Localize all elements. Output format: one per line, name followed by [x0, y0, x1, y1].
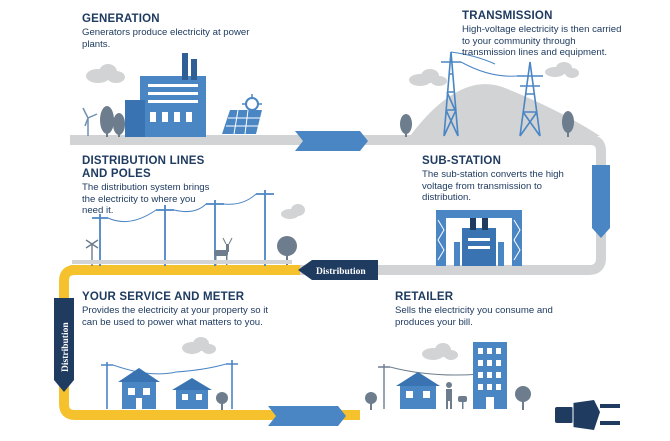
transmission-heading: TRANSMISSION: [462, 10, 553, 22]
power-line: [107, 193, 257, 223]
generation-description: Generators produce electricity at power …: [82, 27, 250, 50]
transmission-description: High-voltage electricity is then carried…: [462, 24, 622, 59]
generation-heading: GENERATION: [82, 13, 160, 25]
electric-plug-icon: [555, 400, 620, 430]
distribution-heading: DISTRIBUTION LINES AND POLES: [82, 155, 205, 180]
retailer-description: Sells the electricity you consume and pr…: [395, 305, 553, 328]
tree-icon: [365, 386, 531, 410]
flow-arrow: [268, 406, 346, 426]
cloud-icon: [422, 343, 458, 360]
distribution-text-block: DISTRIBUTION LINES AND POLES The distrib…: [82, 155, 217, 217]
flow-arrow: [592, 165, 610, 238]
cloud-icon: [409, 69, 447, 86]
transmission-text-block: TRANSMISSION High-voltage electricity is…: [462, 10, 632, 59]
substation-text-block: SUB-STATION The sub-station converts the…: [422, 155, 572, 204]
factory-icon: [125, 50, 206, 137]
distribution-tag-vertical: Distribution: [54, 298, 74, 392]
transmission-tower-icon: [517, 61, 543, 137]
tree-icon: [216, 392, 228, 410]
utility-pole-icon: [378, 364, 390, 409]
flow-arrow: [295, 131, 368, 151]
house-icon: [172, 378, 212, 409]
tree-icon: [400, 111, 574, 137]
service-heading: YOUR SERVICE AND METER: [82, 291, 245, 303]
distribution-tag-horizontal-label: Distribution: [316, 267, 366, 277]
substation-heading: SUB-STATION: [422, 155, 502, 167]
utility-pole-icon: [101, 360, 238, 409]
office-building-icon: [473, 342, 507, 409]
cloud-icon: [545, 62, 579, 78]
substation-icon: [436, 210, 522, 266]
tree-icon: [100, 106, 125, 137]
retailer-text-block: RETAILER Sells the electricity you consu…: [395, 291, 580, 328]
distribution-tag-horizontal: Distribution: [298, 260, 378, 280]
grass: [72, 260, 292, 264]
power-line: [450, 51, 518, 77]
solar-panel-icon: [222, 94, 262, 135]
wind-turbine-icon: [82, 107, 98, 136]
distribution-description: The distribution system brings the elect…: [82, 182, 210, 217]
tree-icon: [277, 236, 297, 265]
mailbox-icon: [458, 396, 467, 409]
service-description: Provides the electricity at your propert…: [82, 305, 269, 328]
power-line: [112, 363, 227, 375]
substation-description: The sub-station converts the high voltag…: [422, 169, 564, 204]
cloud-icon: [182, 337, 216, 354]
retailer-heading: RETAILER: [395, 291, 454, 303]
cloud-icon: [86, 64, 125, 83]
generation-text-block: GENERATION Generators produce electricit…: [82, 13, 252, 50]
house-icon: [396, 372, 440, 409]
service-text-block: YOUR SERVICE AND METER Provides the elec…: [82, 291, 278, 328]
person-icon: [446, 382, 452, 409]
house-icon: [118, 368, 160, 409]
distribution-tag-vertical-label: Distribution: [61, 322, 71, 372]
cloud-icon: [281, 204, 305, 219]
